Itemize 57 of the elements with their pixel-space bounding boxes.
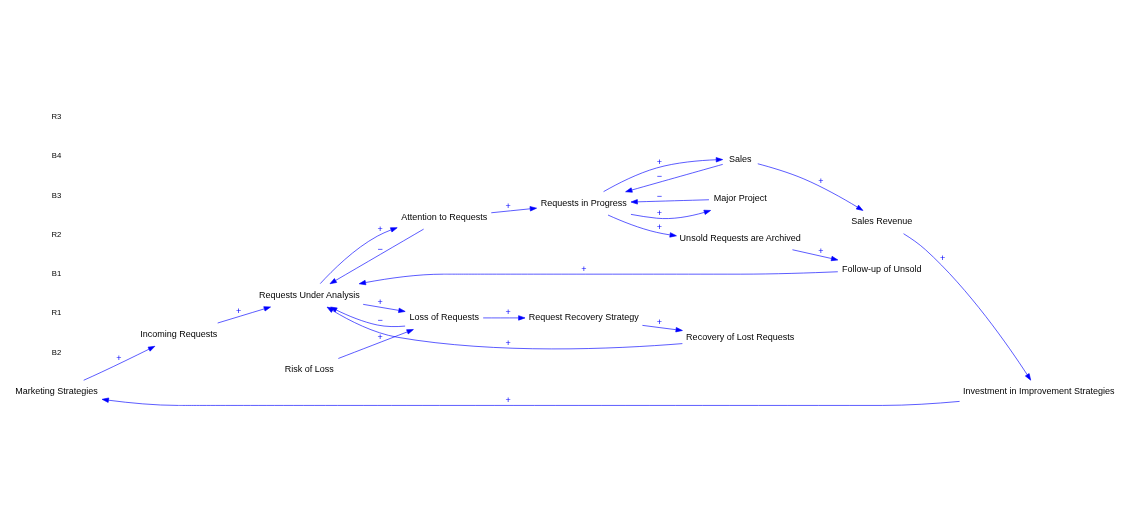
node-text: Follow-up of Unsold: [841, 263, 922, 274]
edge-label: +: [377, 296, 383, 307]
edge-label: +: [377, 331, 383, 342]
edge-label: −: [377, 243, 383, 254]
arrow: [358, 270, 839, 285]
arrow: [757, 162, 864, 211]
edge-label: +: [235, 305, 242, 316]
arrow: [903, 232, 1032, 380]
edge-label: +: [505, 394, 511, 405]
node-text: Major Project: [713, 192, 767, 203]
node-text: Incoming Requests: [140, 328, 218, 339]
edge-label: +: [505, 337, 511, 348]
node-text: Requests in Progress: [540, 197, 627, 208]
node-text: Request Recovery Strategy: [528, 311, 639, 322]
arrow: [217, 305, 271, 323]
node-text: Sales: [728, 153, 752, 164]
arrow: [642, 324, 683, 332]
edge-label: +: [505, 306, 511, 317]
arrow: [482, 314, 526, 320]
arrow: [792, 248, 839, 261]
edge-label: −: [656, 170, 663, 181]
node-text: Loss of Requests: [409, 311, 479, 322]
edge-label: +: [818, 175, 824, 186]
edge-label: +: [656, 316, 663, 327]
edge-label: +: [116, 352, 122, 363]
arrow: [83, 345, 156, 381]
node-text: Marketing Strategies: [15, 385, 98, 396]
edge-label: +: [818, 245, 824, 256]
node-text: Requests Under Analysis: [259, 289, 360, 300]
edge-label: +: [656, 156, 663, 167]
arrow: [603, 156, 723, 192]
node-text: Attention to Requests: [401, 211, 488, 222]
edge-label: +: [656, 221, 663, 232]
node-text: Investment in Improvement Strategies: [962, 385, 1115, 396]
edge-label: −: [377, 314, 383, 325]
arrow: [490, 205, 537, 213]
arrow: [326, 306, 683, 349]
arrow: [630, 198, 710, 204]
arrow: [362, 303, 406, 313]
arrow: [607, 214, 677, 237]
arrow: [625, 163, 724, 192]
arrow: [319, 226, 398, 284]
arrow: [329, 228, 424, 284]
arrow: [330, 306, 406, 327]
arrow: [101, 397, 960, 406]
edge-label: +: [939, 252, 946, 263]
node-text: Risk of Loss: [284, 363, 334, 374]
edge-label: +: [656, 207, 663, 218]
edge-label: +: [377, 223, 383, 234]
edge-label: +: [581, 263, 587, 274]
arrow: [630, 209, 711, 219]
arrow: [338, 328, 414, 359]
node-text: Sales Revenue: [851, 215, 913, 226]
node-text: Recovery of Lost Requests: [686, 331, 795, 342]
edge-label: +: [505, 200, 511, 211]
edge-label: −: [656, 190, 663, 201]
node-text: Unsold Requests are Archived: [679, 232, 801, 243]
